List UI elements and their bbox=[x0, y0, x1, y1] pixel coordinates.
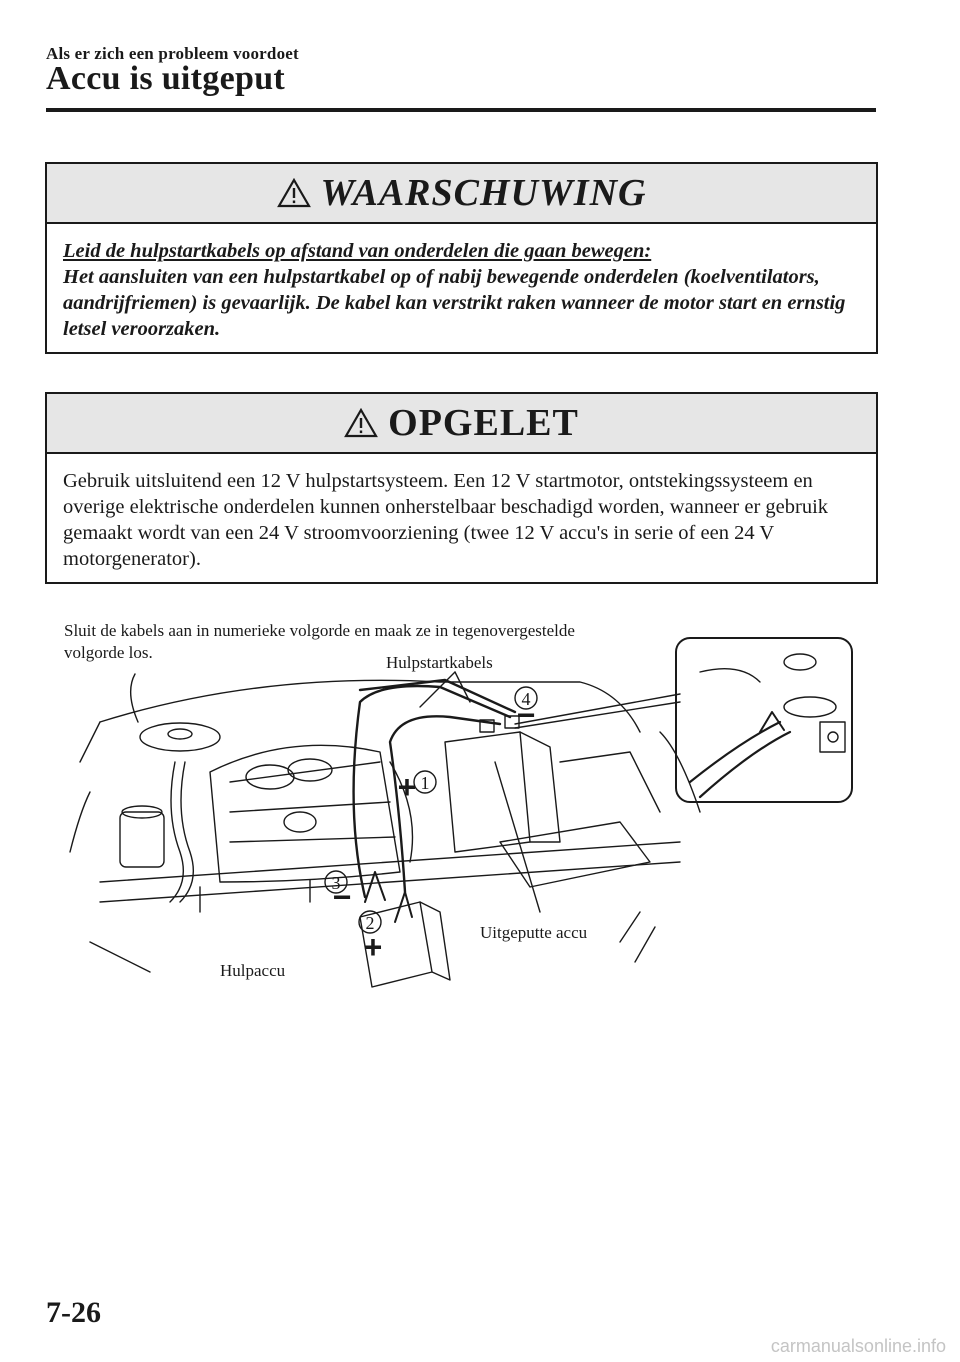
marker-2 bbox=[358, 910, 382, 934]
page-number: 7-26 bbox=[46, 1296, 101, 1329]
title-divider bbox=[46, 108, 876, 112]
caution-body: Gebruik uitsluitend een 12 V hulpstartsy… bbox=[47, 454, 876, 572]
marker-3-text: 3 bbox=[332, 873, 341, 893]
plus-sign-booster: + bbox=[364, 929, 383, 965]
marker-1 bbox=[413, 770, 437, 794]
marker-1-text: 1 bbox=[421, 773, 430, 793]
caution-box: OPGELET Gebruik uitsluitend een 12 V hul… bbox=[45, 392, 878, 584]
minus-sign-booster: − bbox=[333, 879, 352, 915]
minus-sign-dead: − bbox=[517, 697, 536, 733]
caution-text: Gebruik uitsluitend een 12 V hulpstartsy… bbox=[63, 470, 829, 570]
warning-body: Leid de hulpstartkabels op afstand van o… bbox=[47, 224, 876, 342]
warning-text: Het aansluiten van een hulpstartkabel op… bbox=[63, 266, 846, 340]
warning-lead: Leid de hulpstartkabels op afstand van o… bbox=[63, 240, 652, 262]
page-title: Accu is uitgeput bbox=[46, 60, 286, 97]
marker-2-text: 2 bbox=[366, 913, 375, 933]
plus-sign-dead: + bbox=[398, 769, 417, 805]
caution-header: OPGELET bbox=[47, 394, 876, 454]
warning-heading: WAARSCHUWING bbox=[320, 172, 647, 214]
label-booster-battery: Hulpaccu bbox=[220, 961, 286, 980]
label-jumper-cables: Hulpstartkabels bbox=[386, 653, 493, 672]
label-dead-battery: Uitgeputte accu bbox=[480, 923, 588, 942]
jump-start-illustration: 1 2 3 4 + + − − Sluit de kabels aan in n… bbox=[60, 612, 890, 1012]
warning-box: WAARSCHUWING Leid de hulpstartkabels op … bbox=[45, 162, 878, 354]
caution-triangle-icon bbox=[344, 408, 379, 438]
illustration-caption-line-2: volgorde los. bbox=[64, 643, 153, 662]
engine-bay-drawing: 1 2 3 4 + + − − bbox=[69, 637, 853, 988]
warning-triangle-icon bbox=[276, 178, 311, 208]
illustration-caption-line-1: Sluit de kabels aan in numerieke volgord… bbox=[64, 621, 575, 640]
watermark: carmanualsonline.info bbox=[770, 1336, 946, 1356]
marker-3 bbox=[324, 870, 348, 894]
marker-4-text: 4 bbox=[522, 689, 531, 709]
caution-heading: OPGELET bbox=[388, 402, 579, 444]
warning-header: WAARSCHUWING bbox=[47, 164, 876, 224]
marker-4 bbox=[514, 686, 538, 710]
section-label: Als er zich een probleem voordoet bbox=[46, 44, 299, 63]
